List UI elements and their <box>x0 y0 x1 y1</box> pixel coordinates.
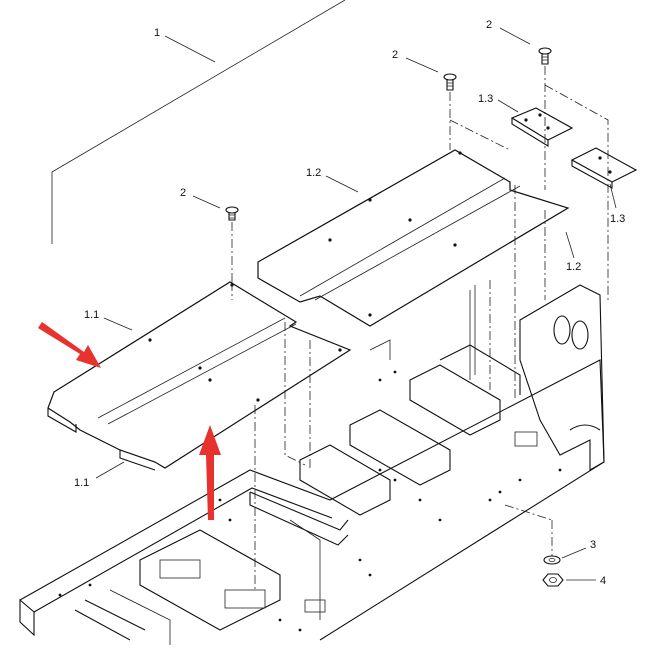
callout-nut: 4 <box>600 575 606 587</box>
callout-screw-left: 2 <box>180 187 186 199</box>
nut-icon <box>542 573 564 587</box>
callout-panel-rear-right: 1.2 <box>566 261 581 273</box>
callout-screw-right: 2 <box>486 19 492 31</box>
highlight-arrow-vertical-icon <box>199 425 221 520</box>
washer-icon <box>543 555 561 565</box>
callout-panel-front: 1.1 <box>84 309 99 321</box>
assembly-center-lines <box>231 66 609 590</box>
front-top-panel <box>47 281 352 471</box>
callout-washer: 3 <box>590 539 596 551</box>
callout-panel-front-lower: 1.1 <box>74 477 89 489</box>
screw-middle-icon <box>443 73 457 91</box>
rear-top-panel <box>257 149 570 327</box>
callout-assembly: 1 <box>154 27 160 39</box>
leader-lines <box>51 0 617 581</box>
highlight-arrow-diagonal-icon <box>38 322 101 368</box>
screw-right-icon <box>538 47 552 65</box>
callout-bracket-left: 1.3 <box>478 93 493 105</box>
callout-bracket-right: 1.3 <box>610 213 625 225</box>
bracket-left <box>510 107 574 147</box>
callout-screw-middle: 2 <box>392 49 398 61</box>
callout-panel-rear: 1.2 <box>306 167 321 179</box>
callout-labels: 1 2 2 2 1.3 1.3 1.2 1.2 1.1 1.1 3 4 <box>74 19 625 587</box>
chassis-frame <box>19 284 605 645</box>
bracket-right <box>570 147 638 189</box>
screw-left-icon <box>225 206 239 221</box>
